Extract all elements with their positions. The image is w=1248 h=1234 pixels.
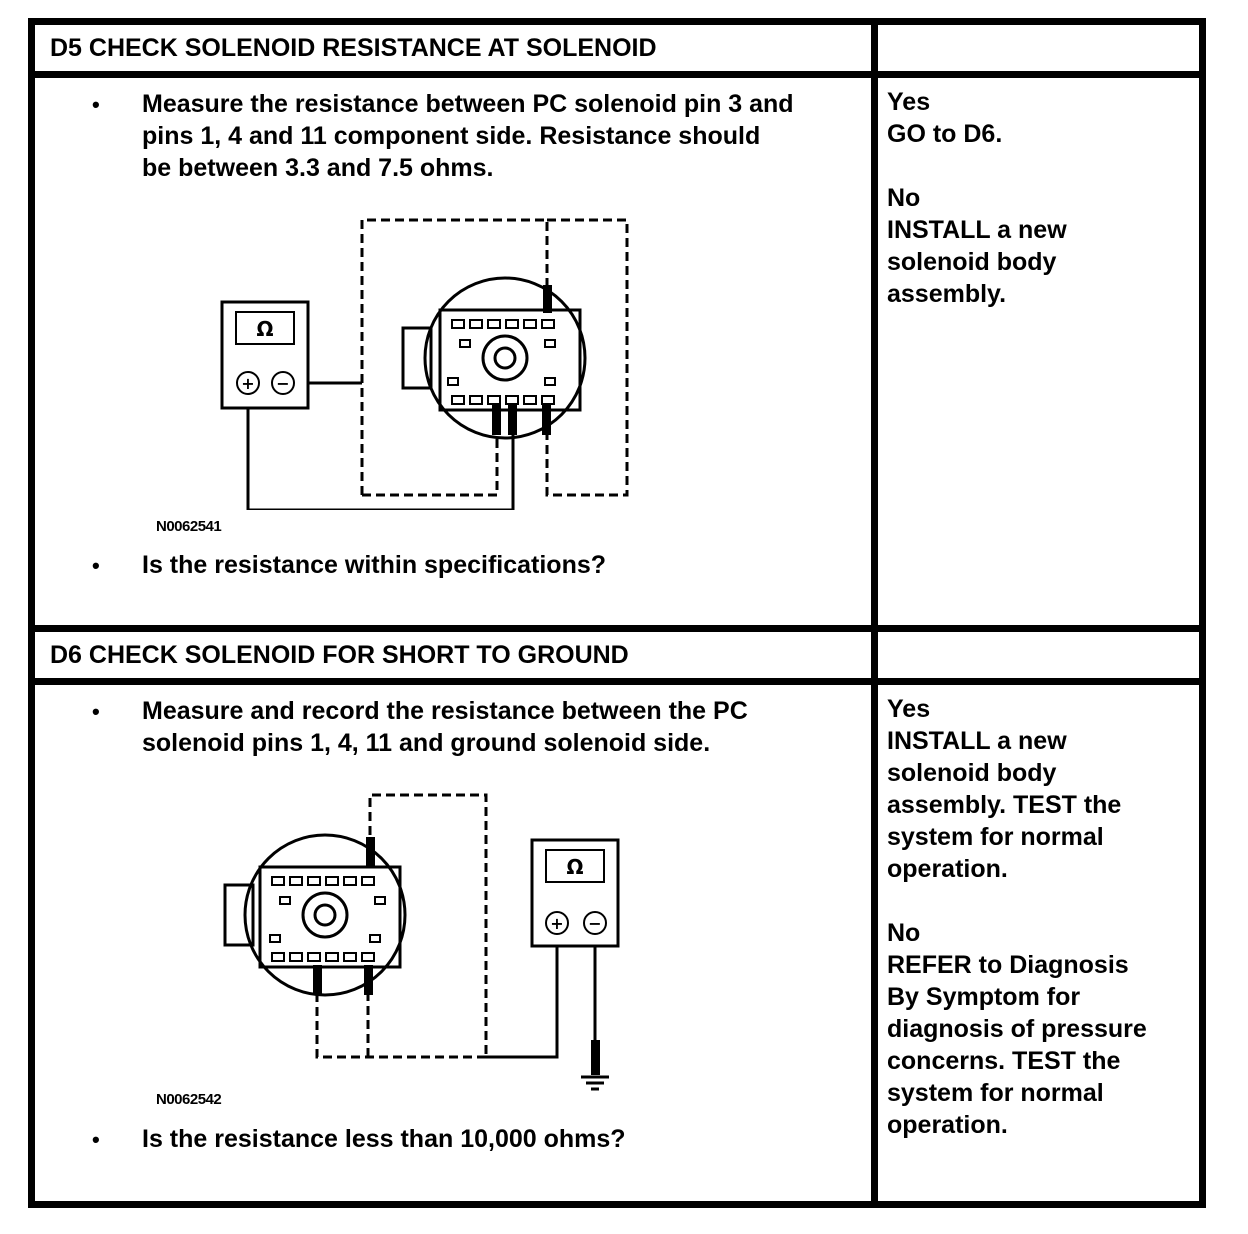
d5-wiring-diagram: Ω + −: [220, 218, 629, 510]
bullet: •: [92, 553, 100, 578]
positive-terminal: +: [550, 914, 563, 933]
step-d5-instruction: Measure the resistance between PC soleno…: [142, 90, 794, 182]
negative-terminal: −: [276, 374, 289, 393]
step-d6-instruction: Measure and record the resistance betwee…: [142, 697, 748, 757]
table-border-left: [28, 18, 35, 1208]
positive-terminal: +: [241, 374, 254, 393]
column-divider: [871, 18, 878, 1208]
row-divider: [28, 625, 1206, 632]
diagnostic-table: [28, 18, 1206, 1208]
step-d5-question: Is the resistance within specifications?: [142, 551, 607, 579]
figure-id: N0062541: [156, 518, 222, 535]
figure-id: N0062542: [156, 1091, 222, 1108]
negative-terminal: −: [588, 914, 601, 933]
step-d6-question: Is the resistance less than 10,000 ohms?: [142, 1125, 626, 1153]
step-d6-result: Yes INSTALL a new solenoid body assembly…: [887, 695, 1147, 1139]
table-border-bottom: [28, 1201, 1206, 1208]
d6-wiring-diagram: Ω + −: [223, 793, 620, 1091]
bullet: •: [92, 92, 100, 117]
row-divider: [28, 678, 1206, 685]
step-d5-result: Yes GO to D6. No INSTALL a new solenoid …: [887, 88, 1067, 308]
bullet: •: [92, 699, 100, 724]
ohm-symbol: Ω: [256, 317, 273, 341]
ohm-symbol: Ω: [566, 855, 583, 879]
bullet: •: [92, 1127, 100, 1152]
step-d5-title: D5 CHECK SOLENOID RESISTANCE AT SOLENOID: [50, 34, 657, 62]
table-border-right: [1199, 18, 1206, 1208]
row-divider: [28, 71, 1206, 78]
step-d6-title: D6 CHECK SOLENOID FOR SHORT TO GROUND: [50, 641, 629, 669]
table-border-top: [28, 18, 1206, 25]
